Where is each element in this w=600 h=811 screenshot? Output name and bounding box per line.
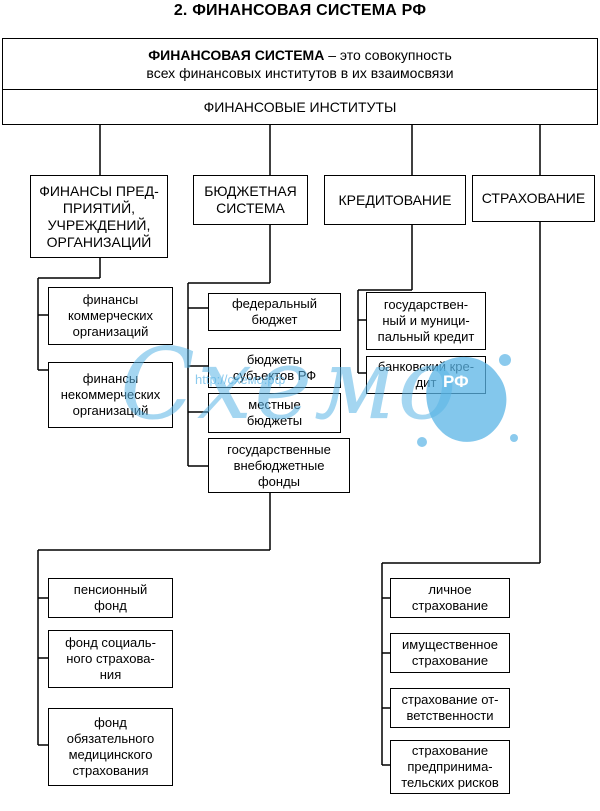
item-local-budgets: местные бюджеты xyxy=(208,393,341,433)
watermark-url: http://схемо.рф xyxy=(195,372,286,387)
item-federal-budget: федеральный бюджет xyxy=(208,293,341,331)
category-insurance: СТРАХОВАНИЕ xyxy=(472,175,595,222)
definition-line-2: всех финансовых институтов в их взаимосв… xyxy=(146,65,454,81)
item-commercial-finance: финансы коммерческих организаций xyxy=(48,287,173,345)
item-business-risk-insurance: страхование предпринима- тельских рисков xyxy=(390,740,510,794)
definition-rest: – это совокупность xyxy=(324,47,452,63)
item-regional-budgets: бюджеты субъектов РФ xyxy=(208,348,341,388)
category-enterprise-finance: ФИНАНСЫ ПРЕД- ПРИЯТИЙ, УЧРЕЖДЕНИЙ, ОРГАН… xyxy=(30,175,168,258)
item-pension-fund: пенсионный фонд xyxy=(48,578,173,618)
definition-line-1: ФИНАНСОВАЯ СИСТЕМА – это совокупность xyxy=(148,46,452,64)
item-noncommercial-finance: финансы некоммерческих организаций xyxy=(48,362,173,428)
item-personal-insurance: личное страхование xyxy=(390,578,510,618)
institutions-box: ФИНАНСОВЫЕ ИНСТИТУТЫ xyxy=(2,89,598,125)
item-liability-insurance: страхование от- ветственности xyxy=(390,688,510,728)
item-extrabudgetary-funds: государственные внебюджетные фонды xyxy=(208,438,350,493)
item-property-insurance: имущественное страхование xyxy=(390,633,510,673)
page-title: 2. ФИНАНСОВАЯ СИСТЕМА РФ xyxy=(173,2,427,19)
definition-box: ФИНАНСОВАЯ СИСТЕМА – это совокупность вс… xyxy=(2,38,598,90)
category-budget-system: БЮДЖЕТНАЯ СИСТЕМА xyxy=(193,175,308,225)
watermark-logo-text: Схемо xyxy=(120,328,459,442)
watermark-rf: РФ xyxy=(443,372,469,391)
item-medical-insurance-fund: фонд обязательного медицинского страхова… xyxy=(48,708,173,786)
category-crediting: КРЕДИТОВАНИЕ xyxy=(324,175,466,225)
item-state-municipal-credit: государствен- ный и муници- пальный кред… xyxy=(366,292,486,350)
item-social-insurance-fund: фонд социаль- ного страхова- ния xyxy=(48,630,173,688)
definition-term: ФИНАНСОВАЯ СИСТЕМА xyxy=(148,47,325,63)
